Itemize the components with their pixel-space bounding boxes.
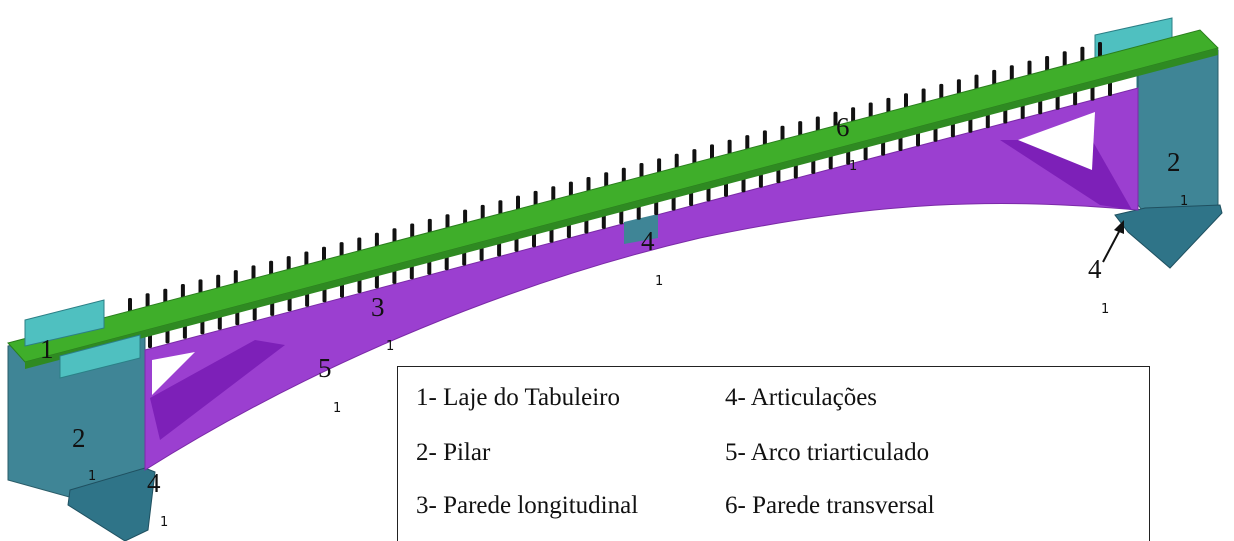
hinge-block-mid [624,214,658,244]
legend-box: 1- Laje do Tabuleiro 4- Articulações 2- … [397,366,1150,541]
legend-item-5: 5- Arco triarticulado [725,439,930,466]
label-hinge-mid-num: 4 [641,226,655,256]
label-hinge-left-sub: 1 [160,515,168,530]
label-wall-long-num: 3 [371,292,385,322]
legend-item-2: 2- Pilar [416,439,491,466]
legend-item-3: 3- Parede longitudinal [416,492,639,519]
label-wall-long-sub: 1 [386,339,394,354]
label-pillar-right-num: 2 [1167,147,1181,177]
hinge-arrow [1102,225,1123,263]
label-pillar-right-sub: 1 [1180,194,1188,209]
arch-opening-right [1018,112,1095,170]
label-hinge-right-sub: 1 [1101,302,1109,317]
label-pillar-left-num: 2 [72,423,86,453]
deck-slab-front [25,48,1218,369]
label-wall-trans-num: 6 [836,112,850,142]
label-deck-num: 1 [40,334,54,364]
label-arch-num: 5 [318,353,332,383]
arch-wall [144,87,1139,471]
legend-item-1: 1- Laje do Tabuleiro [416,384,620,411]
label-pillar-left-sub: 1 [88,469,96,484]
hinge-arrow-head [1114,220,1124,234]
legend-item-6: 6- Parede transversal [725,492,935,519]
arch-opening-left [152,352,195,395]
label-wall-trans-sub: 1 [849,159,857,174]
legend-item-4: 4- Articulações [725,384,878,411]
label-hinge-left-num: 4 [147,468,161,498]
bearing-plate-left-front [59,334,141,379]
hinge-block-right [1114,204,1223,269]
label-hinge-right-num: 4 [1088,254,1102,284]
pillar-right [1137,49,1219,221]
bearing-plate-left-top [24,299,105,347]
arch-strut-right [1000,140,1132,210]
label-hinge-mid-sub: 1 [655,274,663,289]
label-arch-sub: 1 [333,401,341,416]
arch-strut-left [150,340,285,440]
